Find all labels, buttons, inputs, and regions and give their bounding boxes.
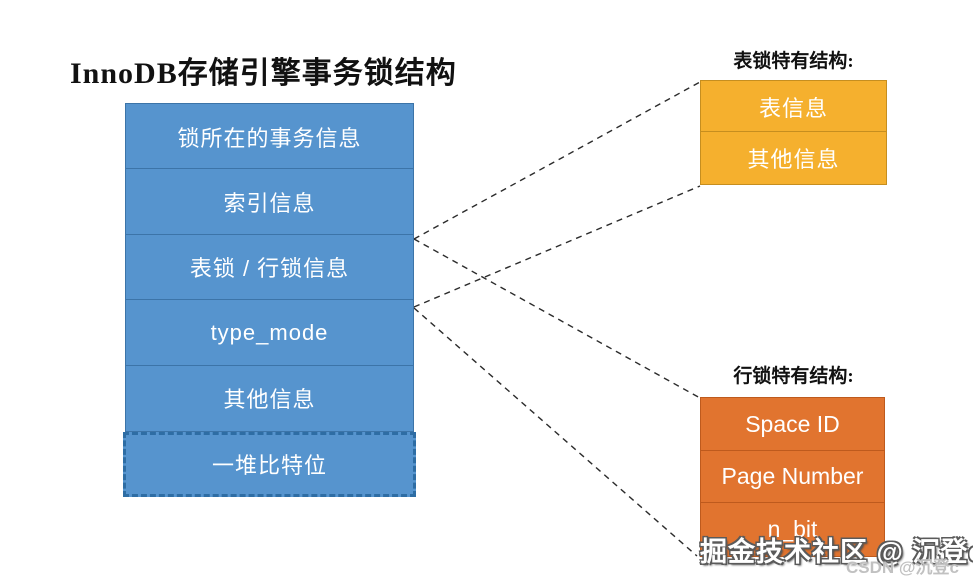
connector-line-bottom-upper bbox=[413, 238, 701, 399]
page-title: InnoDB存储引擎事务锁结构 bbox=[70, 57, 457, 90]
connector-line-bottom-lower bbox=[413, 307, 698, 557]
table-lock-heading: 表锁特有结构: bbox=[733, 51, 854, 72]
row-lock-stack: Space ID Page Number n_bit bbox=[700, 397, 885, 557]
lock-row-trx-info: 锁所在的事务信息 bbox=[125, 103, 414, 170]
row-lock-row-n-bit: n_bit bbox=[700, 501, 885, 557]
lock-row-other-info: 其他信息 bbox=[125, 364, 414, 432]
lock-row-type-mode: type_mode bbox=[125, 299, 414, 367]
watermark-csdn: CSDN @沉登c bbox=[846, 558, 959, 577]
lock-row-bits: 一堆比特位 bbox=[123, 431, 416, 497]
table-lock-row-table-info: 表信息 bbox=[700, 80, 887, 133]
lock-row-table-row-lock-info: 表锁 / 行锁信息 bbox=[125, 233, 414, 301]
connector-line-top-lower bbox=[413, 185, 701, 308]
table-lock-row-other-info: 其他信息 bbox=[700, 131, 887, 186]
table-lock-stack: 表信息 其他信息 bbox=[700, 80, 887, 186]
lock-structure-stack: 锁所在的事务信息 索引信息 表锁 / 行锁信息 type_mode 其他信息 一… bbox=[123, 103, 416, 497]
row-lock-row-page-number: Page Number bbox=[700, 450, 885, 504]
connector-line-top-upper bbox=[413, 81, 701, 240]
lock-row-index-info: 索引信息 bbox=[125, 168, 414, 236]
row-lock-heading: 行锁特有结构: bbox=[733, 366, 854, 387]
watermark-juejin: 掘金技术社区 @ 沉登c bbox=[700, 537, 973, 567]
row-lock-row-space-id: Space ID bbox=[700, 397, 885, 452]
